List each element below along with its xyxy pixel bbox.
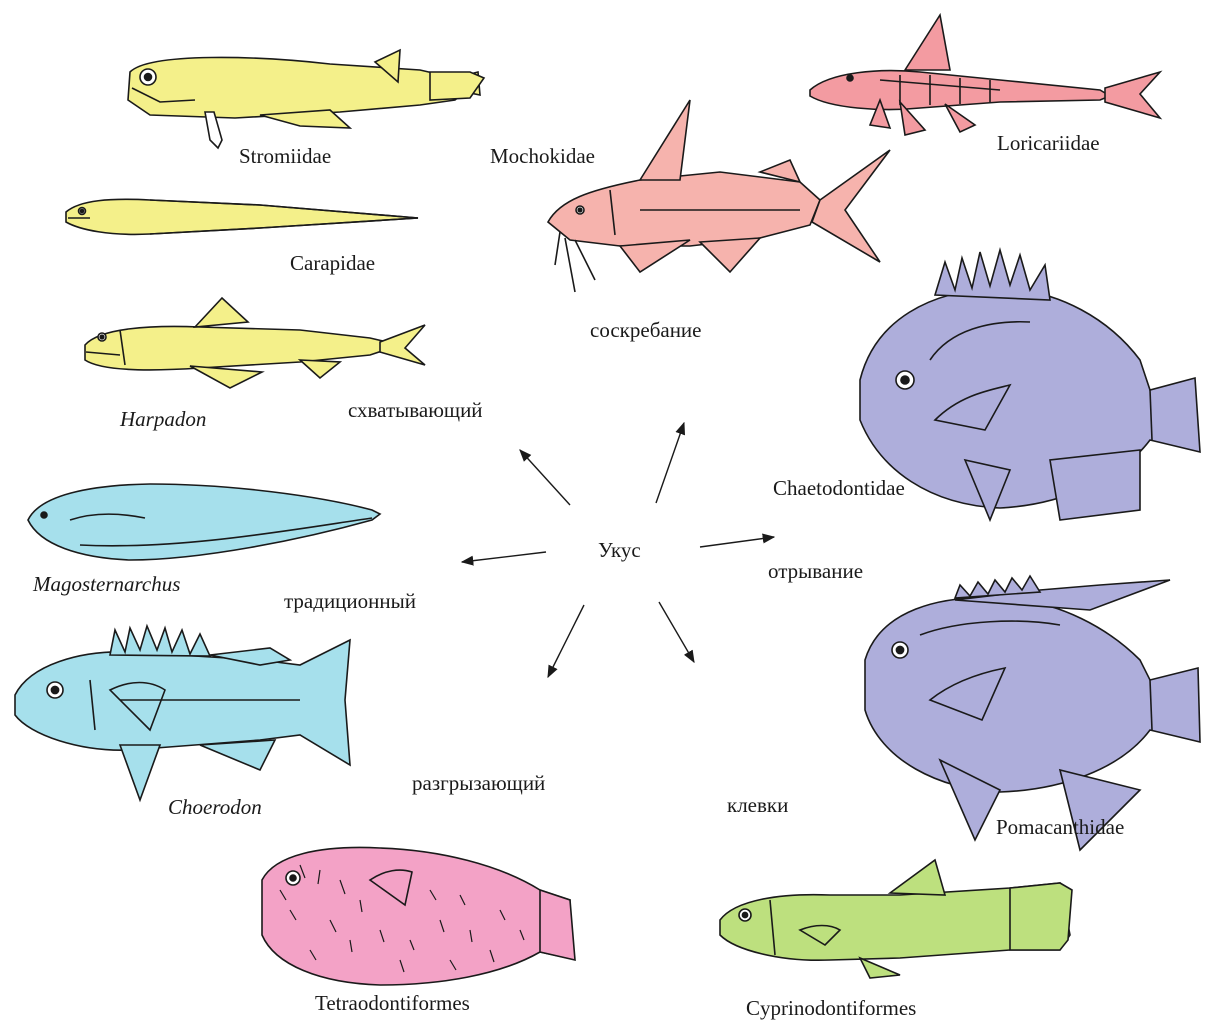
loricariidae-fish — [810, 15, 1160, 135]
pomacanthidae-fish — [865, 576, 1200, 850]
arrow-pecking — [659, 602, 694, 662]
cyprinodontiformes-fish — [720, 860, 1072, 978]
mode-label-tearing: отрывание — [768, 561, 863, 582]
taxon-label-stomiidae: Stromiidae — [239, 146, 331, 167]
arrow-crushing — [548, 605, 584, 677]
arrow-tearing — [700, 537, 774, 547]
taxon-label-choerodon: Choerodon — [168, 797, 262, 818]
mode-label-traditional: традиционный — [284, 591, 416, 612]
choerodon-fish — [15, 626, 350, 800]
taxon-label-carapidae: Carapidae — [290, 253, 375, 274]
magosternarchus-fish — [28, 484, 380, 560]
chaetodontidae-fish — [860, 250, 1200, 520]
mochokidae-fish — [548, 100, 890, 292]
stomiidae-fish — [128, 50, 484, 148]
mode-label-scraping: соскребание — [590, 320, 702, 341]
arrow-scraping — [656, 423, 684, 503]
tetraodontiformes-fish — [262, 847, 575, 985]
mode-label-crushing: разгрызающий — [412, 773, 545, 794]
taxon-label-loricariidae: Loricariidae — [997, 133, 1100, 154]
arrow-grasping — [520, 450, 570, 505]
harpadon-fish — [85, 298, 425, 388]
taxon-label-harpadon: Harpadon — [120, 409, 206, 430]
taxon-label-cyprinodontiformes: Cyprinodontiformes — [746, 998, 916, 1019]
mode-label-grasping: схватывающий — [348, 400, 483, 421]
taxon-label-pomacanthidae: Pomacanthidae — [996, 817, 1124, 838]
center-label-bite: Укус — [598, 540, 641, 561]
taxon-label-chaetodontidae: Chaetodontidae — [773, 478, 905, 499]
taxon-label-magosternarchus: Magosternarchus — [33, 574, 180, 595]
taxon-label-tetraodontiformes: Tetraodontiformes — [315, 993, 470, 1014]
arrow-traditional — [462, 552, 546, 562]
carapidae-fish — [66, 199, 418, 234]
mode-label-pecking: клевки — [727, 795, 788, 816]
taxon-label-mochokidae: Mochokidae — [490, 146, 595, 167]
